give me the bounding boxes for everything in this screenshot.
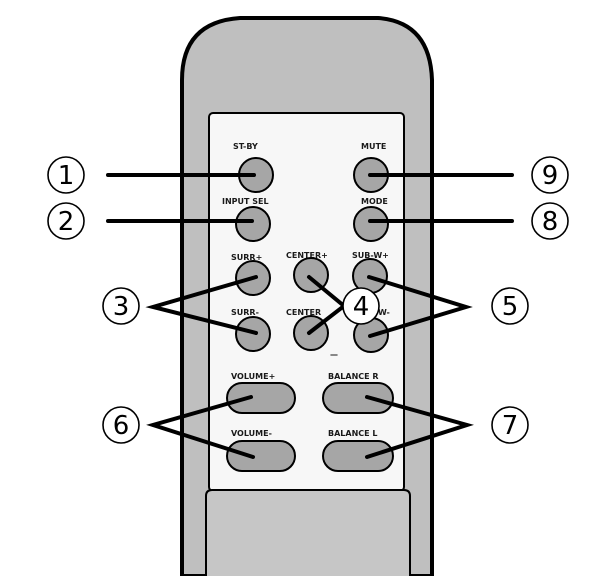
callout-2-ring	[47, 202, 85, 240]
callout-6-number: 6	[113, 411, 130, 441]
callout-9-ring	[531, 156, 569, 194]
callout-2: 2	[47, 202, 85, 240]
callout-4-ring	[342, 287, 380, 325]
callout-7: 7	[491, 406, 529, 444]
volume-minus-button[interactable]	[226, 440, 296, 472]
callout-1: 1	[47, 156, 85, 194]
volume-plus-label: VOLUME+	[231, 372, 275, 381]
callout-6: 6	[102, 406, 140, 444]
callout-8-ring	[531, 202, 569, 240]
stby-label: ST-BY	[233, 142, 258, 151]
callout-7-number: 7	[502, 411, 519, 441]
surr-minus-label: SURR-	[231, 308, 259, 317]
callout-1-ring	[47, 156, 85, 194]
center-minus-dash: —	[330, 350, 338, 359]
balance-r-button[interactable]	[322, 382, 394, 414]
bottom-panel	[205, 489, 411, 576]
center-minus-label: CENTER	[286, 308, 321, 317]
callout-9: 9	[531, 156, 569, 194]
callout-2-number: 2	[58, 207, 75, 237]
callout-5-ring	[491, 287, 529, 325]
center-plus-label: CENTER+	[286, 251, 328, 260]
callout-7-ring	[491, 406, 529, 444]
mode-label: MODE	[361, 197, 388, 206]
leader-7	[365, 395, 474, 459]
leader-6	[146, 395, 255, 459]
sub-w-minus-label: W-	[378, 308, 390, 317]
balance-l-button[interactable]	[322, 440, 394, 472]
callout-1-number: 1	[58, 161, 75, 191]
mute-label: MUTE	[361, 142, 386, 151]
input-sel-label: INPUT SEL	[222, 197, 269, 206]
volume-minus-label: VOLUME-	[231, 429, 272, 438]
callout-5-number: 5	[502, 292, 519, 322]
callout-3: 3	[102, 287, 140, 325]
callout-6-ring	[102, 406, 140, 444]
volume-plus-button[interactable]	[226, 382, 296, 414]
callout-4-number: 4	[353, 292, 370, 322]
balance-r-label: BALANCE R	[328, 372, 379, 381]
callout-5: 5	[491, 287, 529, 325]
callout-8-number: 8	[542, 207, 559, 237]
mode-button[interactable]	[353, 206, 389, 242]
callout-3-number: 3	[113, 292, 130, 322]
leader-3	[145, 275, 258, 335]
callout-8: 8	[531, 202, 569, 240]
callout-3-ring	[102, 287, 140, 325]
callout-4: 4	[342, 287, 380, 325]
balance-l-label: BALANCE L	[328, 429, 378, 438]
input-sel-button[interactable]	[235, 206, 271, 242]
callout-9-number: 9	[542, 161, 559, 191]
sub-w-plus-label: SUB-W+	[352, 251, 389, 260]
leader-5	[367, 275, 473, 338]
surr-plus-label: SURR+	[231, 253, 262, 262]
